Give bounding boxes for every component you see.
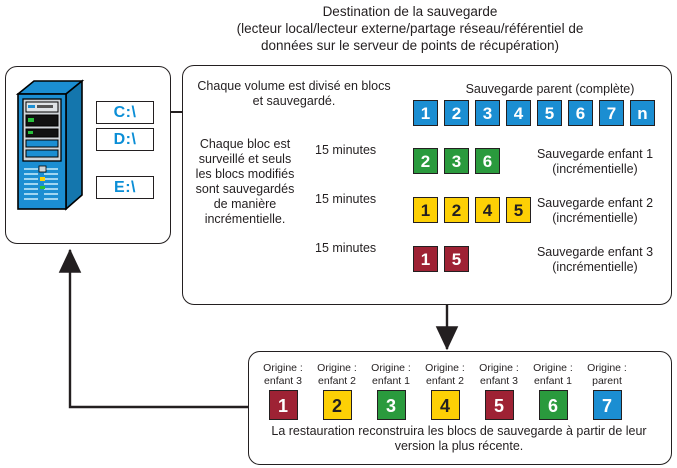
child-backup-1-heading: Sauvegarde enfant 1 (incrémentielle) (520, 147, 670, 177)
child-backup-1-heading-line1: Sauvegarde enfant 1 (536, 147, 654, 161)
incremental-description: Chaque bloc est surveillé et seuls les b… (195, 137, 295, 226)
backup-block: 5 (537, 100, 562, 126)
restore-block: 5 (484, 390, 514, 420)
restore-item-block-wrap: 2 (310, 390, 364, 420)
backup-block: 3 (475, 100, 500, 126)
child-backup-2-heading-line1: Sauvegarde enfant 2 (536, 196, 654, 210)
page-title-line-1: Destination de la sauvegarde (322, 4, 498, 19)
volume-split-description: Chaque volume est divisé en blocs et sau… (197, 79, 391, 108)
drive-d-box[interactable]: D:\ (96, 128, 154, 151)
drive-e-box[interactable]: E:\ (96, 176, 154, 199)
restore-item-origin: Origine : enfant 1 (533, 362, 573, 387)
restore-block: 3 (376, 390, 406, 420)
restore-block: 4 (430, 390, 460, 420)
restore-block: 2 (322, 390, 352, 420)
child-backup-3-heading-line1: Sauvegarde enfant 3 (536, 245, 654, 259)
page-title: Destination de la sauvegarde (lecteur lo… (150, 3, 670, 54)
backup-block: 2 (444, 197, 469, 223)
restore-item: Origine : enfant 3 1 (256, 362, 310, 420)
backup-block: 4 (475, 197, 500, 223)
restore-item-origin: Origine : enfant 2 (317, 362, 357, 387)
restore-item-origin: Origine : enfant 1 (371, 362, 411, 387)
restore-item-block-wrap: 4 (418, 390, 472, 420)
backup-block: 5 (444, 246, 469, 272)
backup-block: 4 (506, 100, 531, 126)
restore-item-origin: Origine : parent (587, 362, 627, 387)
restore-item-block-wrap: 5 (472, 390, 526, 420)
backup-block: 1 (413, 197, 438, 223)
interval-label-2: 15 minutes (315, 192, 377, 206)
restore-item: Origine : parent 7 (580, 362, 634, 420)
backup-block: 1 (413, 246, 438, 272)
child-backup-1-heading-line2: (incrémentielle) (552, 162, 638, 176)
restore-block: 7 (592, 390, 622, 420)
backup-block: 3 (444, 148, 469, 174)
restore-item-origin: Origine : enfant 2 (425, 362, 465, 387)
child-backup-3-heading: Sauvegarde enfant 3 (incrémentielle) (520, 245, 670, 275)
restore-item-block-wrap: 1 (256, 390, 310, 420)
restore-item-block-wrap: 3 (364, 390, 418, 420)
interval-label-1: 15 minutes (315, 143, 377, 157)
restore-item: Origine : enfant 3 5 (472, 362, 526, 420)
server-tower-icon (15, 79, 85, 211)
backup-block: n (630, 100, 655, 126)
restore-item: Origine : enfant 2 4 (418, 362, 472, 420)
child-backup-3-heading-line2: (incrémentielle) (552, 260, 638, 274)
restore-item: Origine : enfant 2 2 (310, 362, 364, 420)
restore-item-origin: Origine : enfant 3 (263, 362, 303, 387)
restore-item-block-wrap: 6 (526, 390, 580, 420)
backup-block: 6 (475, 148, 500, 174)
drive-c-box[interactable]: C:\ (96, 101, 154, 124)
child-backup-2-heading: Sauvegarde enfant 2 (incrémentielle) (520, 196, 670, 226)
backup-block: 2 (413, 148, 438, 174)
parent-backup-heading: Sauvegarde parent (complète) (465, 82, 635, 96)
backup-block: 1 (413, 100, 438, 126)
restore-item: Origine : enfant 1 3 (364, 362, 418, 420)
page-title-line-3: données sur le serveur de points de récu… (261, 38, 559, 53)
backup-block: 2 (444, 100, 469, 126)
backup-block: 6 (568, 100, 593, 126)
backup-block: 5 (506, 197, 531, 223)
child-backup-2-heading-line2: (incrémentielle) (552, 211, 638, 225)
restore-item-block-wrap: 7 (580, 390, 634, 420)
restore-item-origin: Origine : enfant 3 (479, 362, 519, 387)
page-title-line-2: (lecteur local/lecteur externe/partage r… (236, 21, 584, 36)
restore-panel (248, 351, 672, 465)
restore-caption: La restauration reconstruira les blocs d… (271, 424, 647, 453)
restore-block: 6 (538, 390, 568, 420)
interval-label-3: 15 minutes (315, 241, 377, 255)
restore-block: 1 (268, 390, 298, 420)
backup-block: 7 (599, 100, 624, 126)
restore-item: Origine : enfant 1 6 (526, 362, 580, 420)
